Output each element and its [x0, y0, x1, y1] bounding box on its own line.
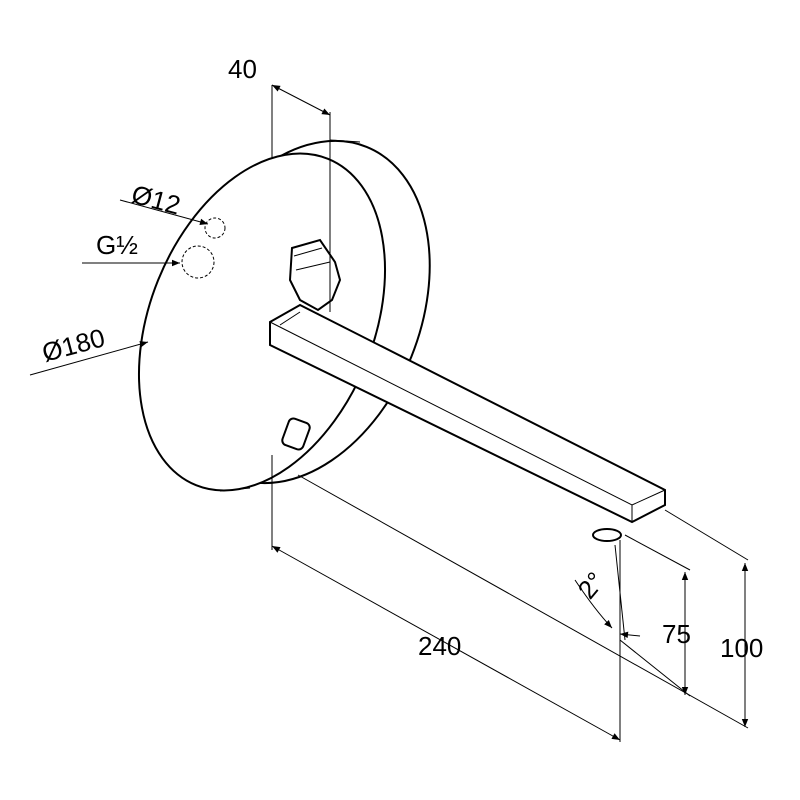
spout [269, 303, 666, 542]
dim-outlet-height: 75 [662, 619, 691, 649]
dim-projection: 240 [418, 631, 461, 661]
lever [288, 238, 342, 312]
dim-total-height: 100 [720, 633, 763, 663]
dim-depth: 40 [228, 54, 257, 84]
dim-angle: 2° [572, 566, 611, 604]
dim-thread: G½ [96, 230, 138, 260]
dim-rosette-diameter: Ø180 [39, 322, 108, 367]
dimension-lines [29, 84, 749, 742]
dim-pipe-diameter: Ø12 [128, 179, 183, 221]
